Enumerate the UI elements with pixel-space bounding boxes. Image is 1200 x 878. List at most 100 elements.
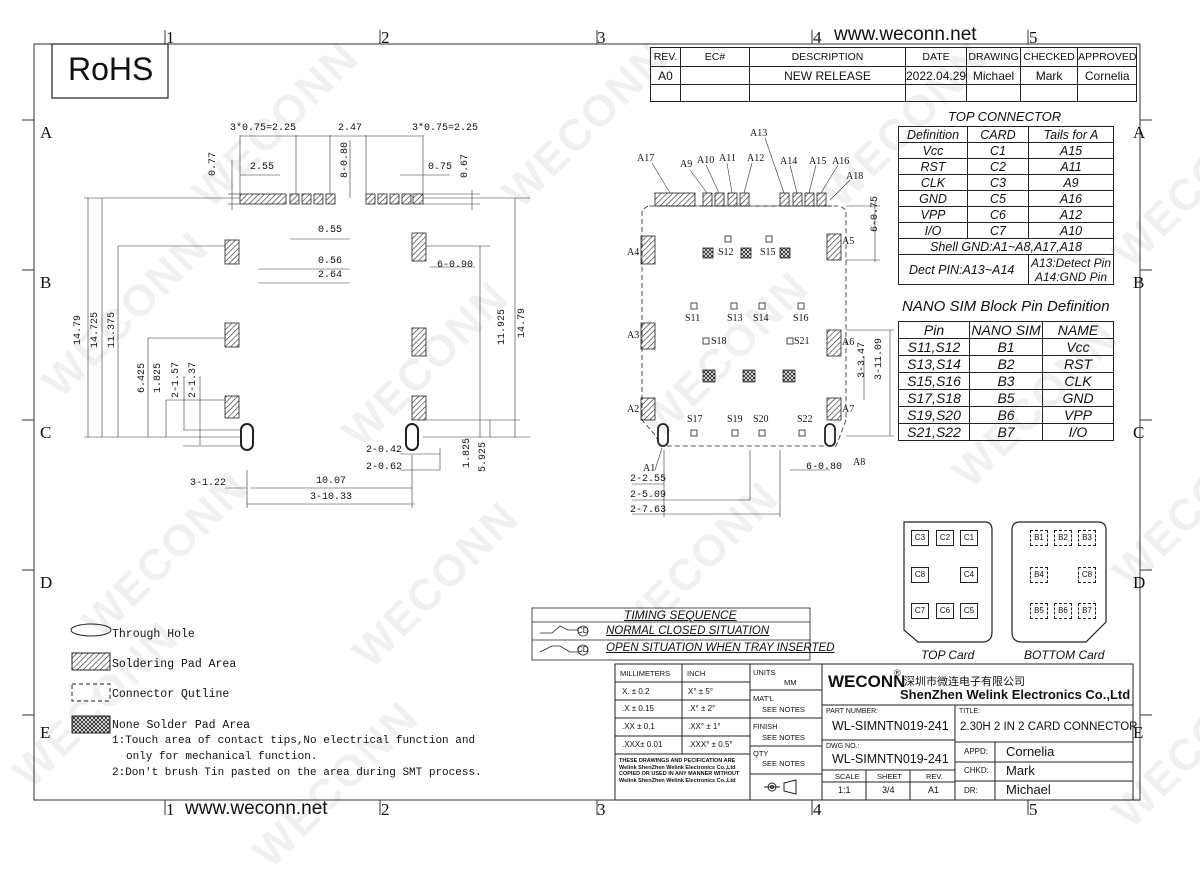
company-en: ShenZhen Welink Electronics Co.,Ltd — [900, 687, 1131, 702]
ns-cell: S13,S14 — [898, 355, 970, 373]
tc-cell: C3 — [967, 174, 1029, 191]
registered-mark: ® — [894, 668, 901, 678]
appd-value: Cornelia — [1006, 744, 1055, 759]
drawing-title: 2.30H 2 IN 2 CARD CONNECTOR — [960, 721, 1138, 733]
dim-label: 2-2.55 — [630, 474, 667, 485]
tc-cell: A9 — [1028, 174, 1114, 191]
tol-cell: .XX ± 0.1 — [622, 722, 655, 731]
dim-label: 0.55 — [318, 225, 343, 236]
rev-header: CHECKED — [1020, 47, 1079, 67]
ns-cell: B5 — [969, 389, 1043, 407]
website-bottom[interactable]: www.weconn.net — [185, 798, 328, 819]
tol-cell: .XX° ± 1° — [688, 722, 721, 731]
pad-label: S13 — [727, 313, 743, 324]
dim-label: 3-10.33 — [310, 492, 353, 503]
legend-outline: Connector Qutline — [112, 688, 230, 701]
pin-label: A2 — [627, 404, 640, 415]
matl-label: MAT'L — [753, 694, 774, 703]
qty-label: QTY — [753, 749, 769, 758]
rev-header: APPROVED — [1077, 47, 1138, 67]
dim-label: 2-0.42 — [366, 445, 403, 456]
tc-cell: C1 — [967, 142, 1029, 159]
tol-cell: .X° ± 2° — [688, 704, 716, 713]
grid-row-label: B — [1133, 273, 1145, 292]
pin-label: A6 — [842, 337, 855, 348]
grid-col-label: 1 — [166, 28, 175, 47]
tc-cell: C7 — [967, 222, 1029, 239]
tc-cell: VPP — [898, 206, 968, 223]
rev-header: REV. — [650, 47, 681, 67]
timing-tag: CD — [577, 645, 589, 654]
ns-header: Pin — [898, 321, 970, 339]
left-footprint-view — [84, 135, 530, 508]
dim-label: 6-0.75 — [870, 195, 881, 232]
pin-label: A3 — [627, 330, 640, 341]
grid-row-label: D — [40, 573, 53, 592]
dim-label: 2-7.63 — [630, 505, 667, 516]
dim-label: 2.64 — [318, 270, 343, 281]
ns-cell: VPP — [1042, 406, 1114, 424]
revision-table: REV. EC# DESCRIPTION DATE DRAWING CHECKE… — [650, 47, 1138, 102]
card-pad: C8 — [911, 567, 929, 583]
pad-label: S18 — [711, 336, 727, 347]
dim-label: 2-1.37 — [188, 361, 199, 398]
dim-label: 14.725 — [90, 311, 101, 348]
dim-label: 3-11.09 — [874, 337, 885, 380]
grid-col-label: 4 — [813, 28, 822, 47]
part-label: PART NUMBER: — [826, 708, 879, 715]
timing-title: TIMING SEQUENCE — [624, 608, 737, 622]
right-connector-view — [632, 137, 894, 517]
dim-label: 2-0.62 — [366, 462, 403, 473]
rev-label: REV. — [926, 772, 943, 781]
dim-label: 3-1.22 — [190, 478, 227, 489]
tc-cell: A11 — [1028, 158, 1114, 175]
bottom-card-label: BOTTOM Card — [1024, 648, 1105, 662]
tc-cell: A15 — [1028, 142, 1114, 159]
pin-label: A15 — [809, 156, 827, 167]
tc-cell: GND — [898, 190, 968, 207]
matl-value: SEE NOTES — [762, 705, 805, 714]
tol-cell: X° ± 5° — [688, 687, 714, 696]
pad-label: S15 — [760, 247, 776, 258]
grid-row-label: C — [40, 423, 52, 442]
website-top[interactable]: www.weconn.net — [834, 24, 977, 45]
finish-label: FINISH — [753, 722, 778, 731]
dim-label: 0.56 — [318, 256, 343, 267]
rev-header: DESCRIPTION — [749, 47, 906, 67]
dr-label: DR: — [964, 786, 978, 795]
dim-label: 11.925 — [497, 308, 508, 345]
grid-col-label: 1 — [166, 800, 175, 819]
grid-row-label: A — [40, 123, 53, 142]
tc-dect: Dect PIN:A13~A14 — [898, 254, 1029, 285]
tc-cell: RST — [898, 158, 968, 175]
timing-tag: CD — [577, 626, 589, 635]
dim-label: 2.47 — [338, 123, 363, 134]
dim-label: 2.55 — [250, 162, 275, 173]
dim-label: 0.77 — [208, 151, 219, 176]
grid-row-label: B — [40, 273, 52, 292]
card-pad: B3 — [1078, 530, 1096, 546]
tc-cell: A10 — [1028, 222, 1114, 239]
ns-cell: CLK — [1042, 372, 1114, 390]
card-pad: C8 — [1078, 567, 1096, 583]
drawing-sheet: WECONN WECONN WECONN WECONN WECONN WECON… — [3, 24, 1200, 877]
tc-header: Tails for A — [1028, 126, 1114, 143]
pad-label: S22 — [797, 414, 813, 425]
card-pad: C2 — [936, 530, 954, 546]
legend-note: 2:Don't brush Tin pasted on the area dur… — [112, 767, 482, 779]
scale-value: 1:1 — [838, 785, 851, 795]
pin-label: A7 — [842, 404, 855, 415]
dim-label: 11.375 — [107, 311, 118, 348]
tol-header-mm: MILLIMETERS — [620, 669, 671, 678]
pad-label: S17 — [687, 414, 703, 425]
pin-label: A12 — [747, 153, 765, 164]
chkd-label: CHKD: — [964, 766, 989, 775]
pad-label: S20 — [753, 414, 769, 425]
pin-label: A8 — [853, 457, 866, 468]
sheet-value: 3/4 — [882, 785, 895, 795]
rev-cell: Mark — [1020, 66, 1079, 85]
brand-logo: WECONN — [828, 672, 906, 691]
ns-cell: RST — [1042, 355, 1114, 373]
tc-header: CARD — [967, 126, 1029, 143]
pin-label: A1 — [643, 463, 656, 474]
